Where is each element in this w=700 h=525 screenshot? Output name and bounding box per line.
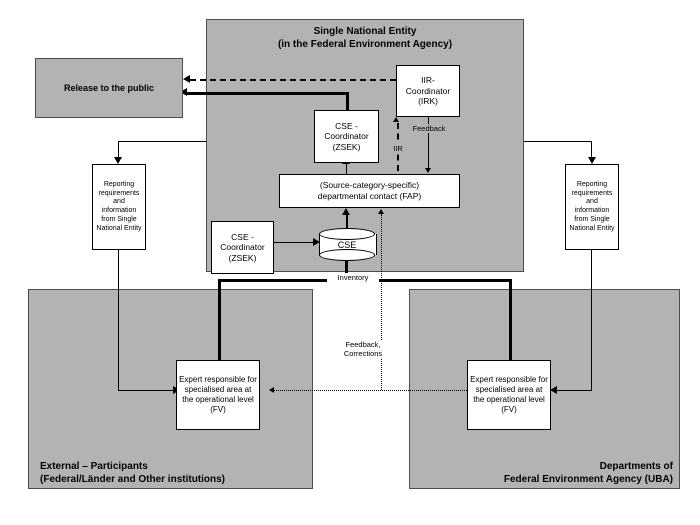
- iir-coord-line1: IIR-: [421, 75, 435, 86]
- arrowhead-expert-right-in: [550, 386, 557, 394]
- node-cse-coordinator-top[interactable]: CSE - Coordinator (ZSEK): [314, 110, 379, 163]
- cse-coord-top-line3: (ZSEK): [332, 141, 361, 152]
- edge-sne-to-reporting-right-v: [591, 141, 592, 161]
- arrowhead-release-solid: [180, 88, 187, 96]
- edge-sne-to-reporting-right-h: [524, 141, 592, 142]
- edge-cse-coord-up-vertical: [346, 92, 349, 120]
- expert-right-label: Expert responsible for specialised area …: [470, 375, 548, 414]
- node-expert-right[interactable]: Expert responsible for specialised area …: [467, 360, 551, 430]
- panel-title-uba-departments: Departments of Federal Environment Agenc…: [415, 460, 673, 486]
- cse-cylinder-bottom: [319, 249, 375, 261]
- ext-title-line1: External – Participants: [40, 461, 148, 472]
- iir-coord-line2: Coordinator: [405, 85, 451, 96]
- iir-label: IIR: [393, 144, 403, 153]
- arrowhead-reporting-right: [588, 157, 596, 164]
- feedback-corrections-line1: Feedback,: [345, 340, 381, 349]
- node-reporting-right[interactable]: Reporting requirements and information f…: [565, 164, 619, 250]
- cse-coord-left-line1: CSE -: [231, 231, 254, 242]
- iir-coord-line3: (IRK): [418, 96, 438, 107]
- arrowhead-feedback-down: [425, 168, 431, 173]
- expert-left-label: Expert responsible for specialised area …: [179, 375, 257, 414]
- fap-line2: departmental contact (FAP): [317, 191, 422, 201]
- arrowhead-feedback-corrections-up: [378, 209, 384, 214]
- cse-cylinder-top: [319, 228, 375, 240]
- edge-label-iir: IIR: [386, 144, 410, 153]
- edge-label-feedback: Feedback: [404, 124, 454, 133]
- edge-sne-to-reporting-left-v: [118, 141, 119, 161]
- cse-coord-top-line2: Coordinator: [324, 131, 369, 142]
- inventory-label: Inventory: [337, 273, 369, 282]
- edge-reporting-left-down: [118, 250, 119, 391]
- arrowhead-release-dashed: [183, 75, 190, 83]
- edge-inventory-to-cse: [345, 258, 348, 280]
- uba-title-line2: Federal Environment Agency (UBA): [503, 474, 673, 485]
- edge-fap-to-csecoord: [346, 163, 347, 176]
- arrowhead-csecoordleft-to-cse: [313, 238, 320, 246]
- fap-line1: (Source-category-specific): [319, 180, 420, 191]
- ext-title-line2: (Federal/Länder and Other institutions): [40, 474, 226, 485]
- sne-title-line2: (in the Federal Environment Agency): [277, 39, 453, 50]
- edge-reporting-right-to-expert: [556, 390, 592, 391]
- cse-coord-left-line2: Coordinator: [220, 242, 265, 253]
- node-cse-coordinator-left[interactable]: CSE - Coordinator (ZSEK): [211, 221, 274, 274]
- node-release-to-the-public[interactable]: Release to the public: [35, 58, 183, 118]
- edge-inventory-left-vertical: [218, 280, 221, 366]
- edge-reporting-right-down: [591, 250, 592, 391]
- edge-sne-to-reporting-left-h: [118, 141, 206, 142]
- reporting-left-label: Reporting requirements and information f…: [96, 180, 142, 232]
- edge-feedback-line: [428, 117, 429, 170]
- cse-db-label-wrap: CSE: [319, 228, 375, 261]
- edge-expert-to-expert-dotted: [274, 390, 473, 391]
- edge-csecoordleft-to-cse: [273, 242, 314, 243]
- feedback-corrections-line2: Corrections: [343, 349, 383, 358]
- cse-db-label: CSE: [337, 239, 357, 250]
- edge-reporting-left-to-expert: [118, 390, 176, 391]
- edge-inventory-right-vertical: [509, 280, 512, 366]
- node-iir-coordinator[interactable]: IIR- Coordinator (IRK): [396, 65, 460, 117]
- edge-label-inventory: Inventory: [327, 273, 379, 282]
- uba-title-line1: Departments of: [599, 461, 673, 472]
- cse-coord-left-line3: (ZSEK): [228, 252, 257, 263]
- panel-title-single-national-entity: Single National Entity (in the Federal E…: [210, 25, 520, 51]
- arrowhead-cse-to-fap: [342, 208, 350, 215]
- panel-external-participants: [28, 289, 313, 489]
- arrowhead-iir-up: [393, 117, 399, 122]
- edge-cse-to-fap: [347, 214, 348, 232]
- edge-label-feedback-corrections: Feedback, Corrections: [336, 340, 390, 358]
- node-cse-database[interactable]: CSE: [319, 228, 377, 261]
- edge-iir-to-release-dashed: [190, 79, 396, 81]
- arrowhead-reporting-left: [114, 157, 122, 164]
- edge-feedback-corrections-dotted: [381, 214, 382, 390]
- reporting-right-label: Reporting requirements and information f…: [569, 180, 615, 232]
- sne-title-line1: Single National Entity: [313, 26, 417, 37]
- node-reporting-left[interactable]: Reporting requirements and information f…: [92, 164, 146, 250]
- edge-cse-to-fap-2: [346, 214, 347, 232]
- release-label: Release to the public: [63, 83, 155, 93]
- node-expert-left[interactable]: Expert responsible for specialised area …: [176, 360, 260, 430]
- node-departmental-contact[interactable]: (Source-category-specific) departmental …: [279, 174, 460, 208]
- panel-title-external-participants: External – Participants (Federal/Länder …: [40, 460, 310, 486]
- arrowhead-expert-bus-left: [269, 387, 274, 393]
- cse-coord-top-line1: CSE -: [335, 120, 358, 131]
- edge-cse-coord-to-release-horizontal: [187, 92, 348, 95]
- feedback-label: Feedback: [412, 124, 446, 133]
